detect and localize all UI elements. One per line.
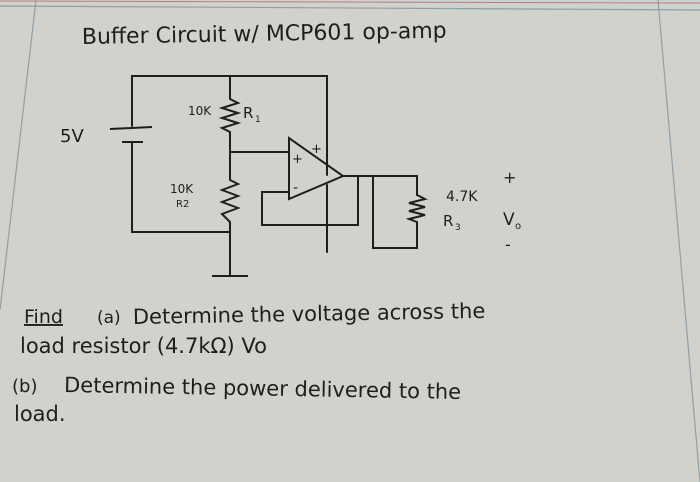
- problem-text: Find (a) Determine the voltage across th…: [12, 299, 485, 426]
- r2-name-label: R2: [176, 199, 189, 210]
- part-a-marker: (a): [97, 308, 121, 328]
- output-minus-label: -: [505, 235, 511, 254]
- source-voltage-label: 5V: [60, 126, 84, 147]
- r3-value-label: 4.7K: [446, 189, 478, 205]
- output-voltage-sub: o: [515, 221, 521, 232]
- resistor-r1-symbol: [218, 98, 242, 133]
- resistor-r2-symbol: [219, 179, 241, 223]
- r3-name-sub: 3: [455, 223, 461, 233]
- diagram-title: Buffer Circuit w/ MCP601 op-amp: [82, 19, 447, 50]
- output-plus-label: +: [503, 168, 516, 187]
- part-b-marker: (b): [12, 376, 37, 397]
- battery-symbol: [109, 126, 153, 143]
- opamp-minus-input: -: [293, 180, 298, 196]
- resistor-r3-symbol: [405, 194, 428, 223]
- output-voltage-main: V: [503, 210, 515, 230]
- part-a-line1: Determine the voltage across the: [133, 299, 486, 329]
- r1-name-sub: 1: [255, 115, 261, 125]
- margin-line: [0, 0, 700, 4]
- part-b-line1: Determine the power delivered to the: [64, 373, 461, 404]
- part-b-line2: load.: [14, 402, 66, 426]
- r2-value-label: 10K: [170, 182, 194, 196]
- circuit-wires: [131, 75, 418, 277]
- part-a-line2: load resistor (4.7kΩ) Vo: [20, 334, 267, 358]
- find-label: Find: [24, 306, 63, 328]
- opamp-supply-plus: +: [311, 142, 322, 157]
- opamp-symbol: [288, 136, 346, 201]
- r1-value-label: 10K: [188, 104, 212, 118]
- r1-name-main: R: [243, 104, 253, 122]
- r3-name-main: R: [443, 212, 453, 230]
- opamp-plus-input: +: [292, 152, 303, 167]
